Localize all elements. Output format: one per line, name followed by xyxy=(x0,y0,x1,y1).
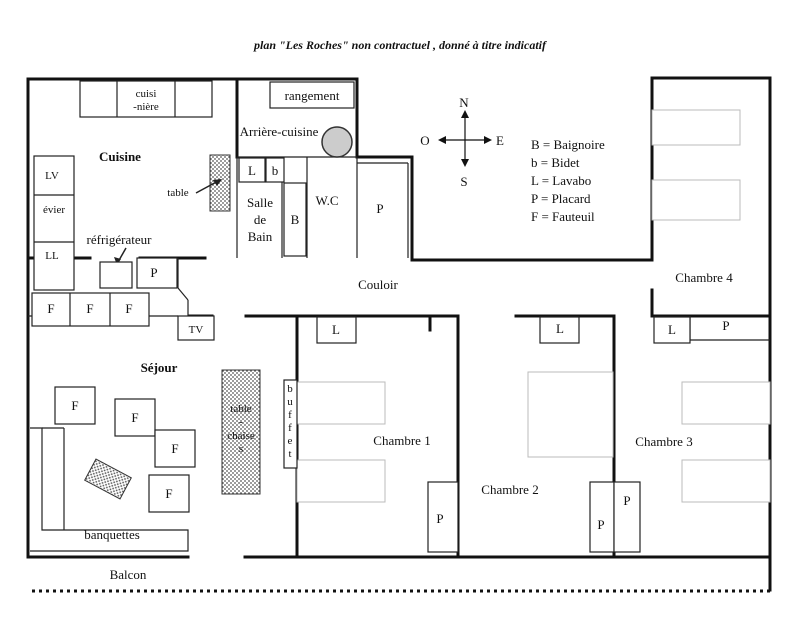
svg-text:e: e xyxy=(288,435,293,447)
legend-item: L = Lavabo xyxy=(531,173,591,188)
svg-text:f: f xyxy=(288,409,292,421)
svg-text:L: L xyxy=(556,321,564,336)
svg-text:b: b xyxy=(287,383,293,395)
svg-text:réfrigérateur: réfrigérateur xyxy=(87,232,153,247)
legend-item: b = Bidet xyxy=(531,155,580,170)
svg-text:table: table xyxy=(167,187,188,199)
svg-text:O: O xyxy=(420,133,429,148)
svg-text:Salle: Salle xyxy=(247,195,273,210)
svg-text:s: s xyxy=(239,443,243,455)
svg-text:f: f xyxy=(288,422,292,434)
compass: N S O E xyxy=(420,95,504,189)
coffee-table xyxy=(84,458,132,500)
svg-text:TV: TV xyxy=(189,324,204,336)
svg-text:F: F xyxy=(47,301,54,316)
walls xyxy=(26,76,772,593)
svg-text:u: u xyxy=(287,396,293,408)
svg-text:P: P xyxy=(623,493,630,508)
svg-text:t: t xyxy=(288,448,291,460)
svg-text:F: F xyxy=(171,441,178,456)
svg-text:E: E xyxy=(496,133,504,148)
svg-text:N: N xyxy=(459,95,469,110)
svg-text:F: F xyxy=(71,398,78,413)
svg-text:S: S xyxy=(460,174,467,189)
svg-text:F: F xyxy=(86,301,93,316)
chambre-4: Chambre 4 L P xyxy=(651,109,741,344)
svg-text:P: P xyxy=(150,265,157,280)
svg-text:L: L xyxy=(332,322,340,337)
legend-item: B = Baignoire xyxy=(531,137,605,152)
rangement-label: rangement xyxy=(285,88,340,103)
chambre-1: L Chambre 1 P xyxy=(296,316,459,553)
room-label-couloir: Couloir xyxy=(358,277,398,292)
room-label-chambre-3: Chambre 3 xyxy=(635,434,692,449)
dining-table xyxy=(221,369,261,495)
legend-item: F = Fauteuil xyxy=(531,209,595,224)
svg-text:-nière: -nière xyxy=(133,101,159,113)
svg-text:b: b xyxy=(272,163,279,178)
svg-text:-: - xyxy=(239,416,243,428)
room-label-sejour: Séjour xyxy=(141,360,178,375)
svg-text:évier: évier xyxy=(43,204,65,216)
svg-text:banquettes: banquettes xyxy=(84,527,140,542)
svg-text:P: P xyxy=(436,511,443,526)
sejour: TV Séjour F F F F table - chaise s b u f… xyxy=(30,315,298,552)
svg-text:F: F xyxy=(125,301,132,316)
boiler-icon xyxy=(321,126,353,158)
chambre-3: P Chambre 3 xyxy=(613,381,771,553)
room-label-wc: W.C xyxy=(316,193,339,208)
svg-text:L: L xyxy=(248,163,256,178)
svg-text:Bain: Bain xyxy=(248,229,273,244)
legend-item: P = Placard xyxy=(531,191,591,206)
svg-text:LV: LV xyxy=(45,170,59,182)
svg-text:P: P xyxy=(722,318,729,333)
bathroom-area: L b B Salle de Bain W.C P xyxy=(238,157,384,257)
svg-text:LL: LL xyxy=(45,250,59,262)
svg-text:L: L xyxy=(668,322,676,337)
room-label-balcon: Balcon xyxy=(110,567,147,582)
svg-text:de: de xyxy=(254,212,267,227)
svg-text:P: P xyxy=(376,201,383,216)
svg-text:B: B xyxy=(291,212,300,227)
chambre-2: L Chambre 2 P xyxy=(481,316,615,553)
banquettes xyxy=(30,427,189,552)
svg-text:F: F xyxy=(165,486,172,501)
svg-text:table: table xyxy=(230,403,251,415)
svg-text:chaise: chaise xyxy=(227,430,255,442)
room-label-chambre-1: Chambre 1 xyxy=(373,433,430,448)
svg-text:cuisi: cuisi xyxy=(136,88,157,100)
legend: B = Baignoire b = Bidet L = Lavabo P = P… xyxy=(531,137,605,224)
room-label-chambre-4: Chambre 4 xyxy=(675,270,733,285)
svg-text:F: F xyxy=(131,410,138,425)
svg-text:P: P xyxy=(597,517,604,532)
room-label-arriere-cuisine: Arrière-cuisine xyxy=(240,124,319,139)
room-label-cuisine: Cuisine xyxy=(99,149,141,164)
kitchen-furniture: cuisi -nière rangement LV évier LL table… xyxy=(31,80,355,327)
plan-title: plan "Les Roches" non contractuel , donn… xyxy=(253,38,547,52)
kitchen-table xyxy=(209,154,231,212)
room-label-chambre-2: Chambre 2 xyxy=(481,482,538,497)
